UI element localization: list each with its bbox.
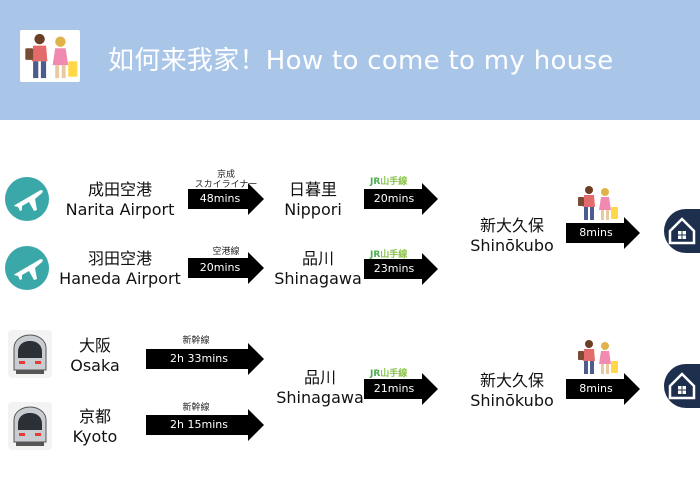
arrow	[364, 373, 438, 405]
shinkansen-line-label: 新幹線	[182, 336, 210, 346]
arrow	[364, 183, 438, 215]
jr-yamanote-label: JR山手線	[370, 177, 408, 187]
shinkansen-icon	[8, 402, 52, 450]
nippori-time: 20mins	[373, 192, 415, 205]
jr-yamanote-label: JR山手線	[370, 250, 408, 260]
travelers-icon	[575, 337, 619, 377]
shinokubo-time: 8mins	[579, 382, 613, 395]
narita-time: 48mins	[199, 192, 241, 205]
shinkansen-icon	[8, 330, 52, 378]
shinokubo-time: 8mins	[579, 226, 613, 239]
travelers-icon	[20, 30, 80, 82]
haneda-time: 20mins	[199, 261, 241, 274]
arrow	[146, 409, 264, 441]
arrow	[188, 183, 264, 215]
header-banner: 如何来我家！How to come to my house	[0, 0, 700, 120]
arrow	[566, 373, 640, 405]
airplane-icon	[5, 246, 49, 290]
arrow	[146, 343, 264, 375]
jr-yamanote-label: JR山手線	[370, 369, 408, 379]
arrow	[566, 217, 640, 249]
arrow	[364, 253, 438, 285]
shinkansen-line-label: 新幹線	[182, 403, 210, 413]
shinagawa-time: 23mins	[373, 262, 415, 275]
airport-line-label: 空港線	[212, 247, 240, 257]
keisei-line-label: 京成 スカイライナー	[194, 170, 258, 190]
house-icon	[664, 364, 700, 408]
arrow	[188, 252, 264, 284]
shinagawa-time: 21mins	[373, 382, 415, 395]
airplane-icon	[5, 177, 49, 221]
house-icon	[664, 209, 700, 253]
kyoto-time: 2h 15mins	[170, 418, 228, 431]
osaka-time: 2h 33mins	[170, 352, 228, 365]
page-title: 如何来我家！How to come to my house	[108, 46, 614, 76]
